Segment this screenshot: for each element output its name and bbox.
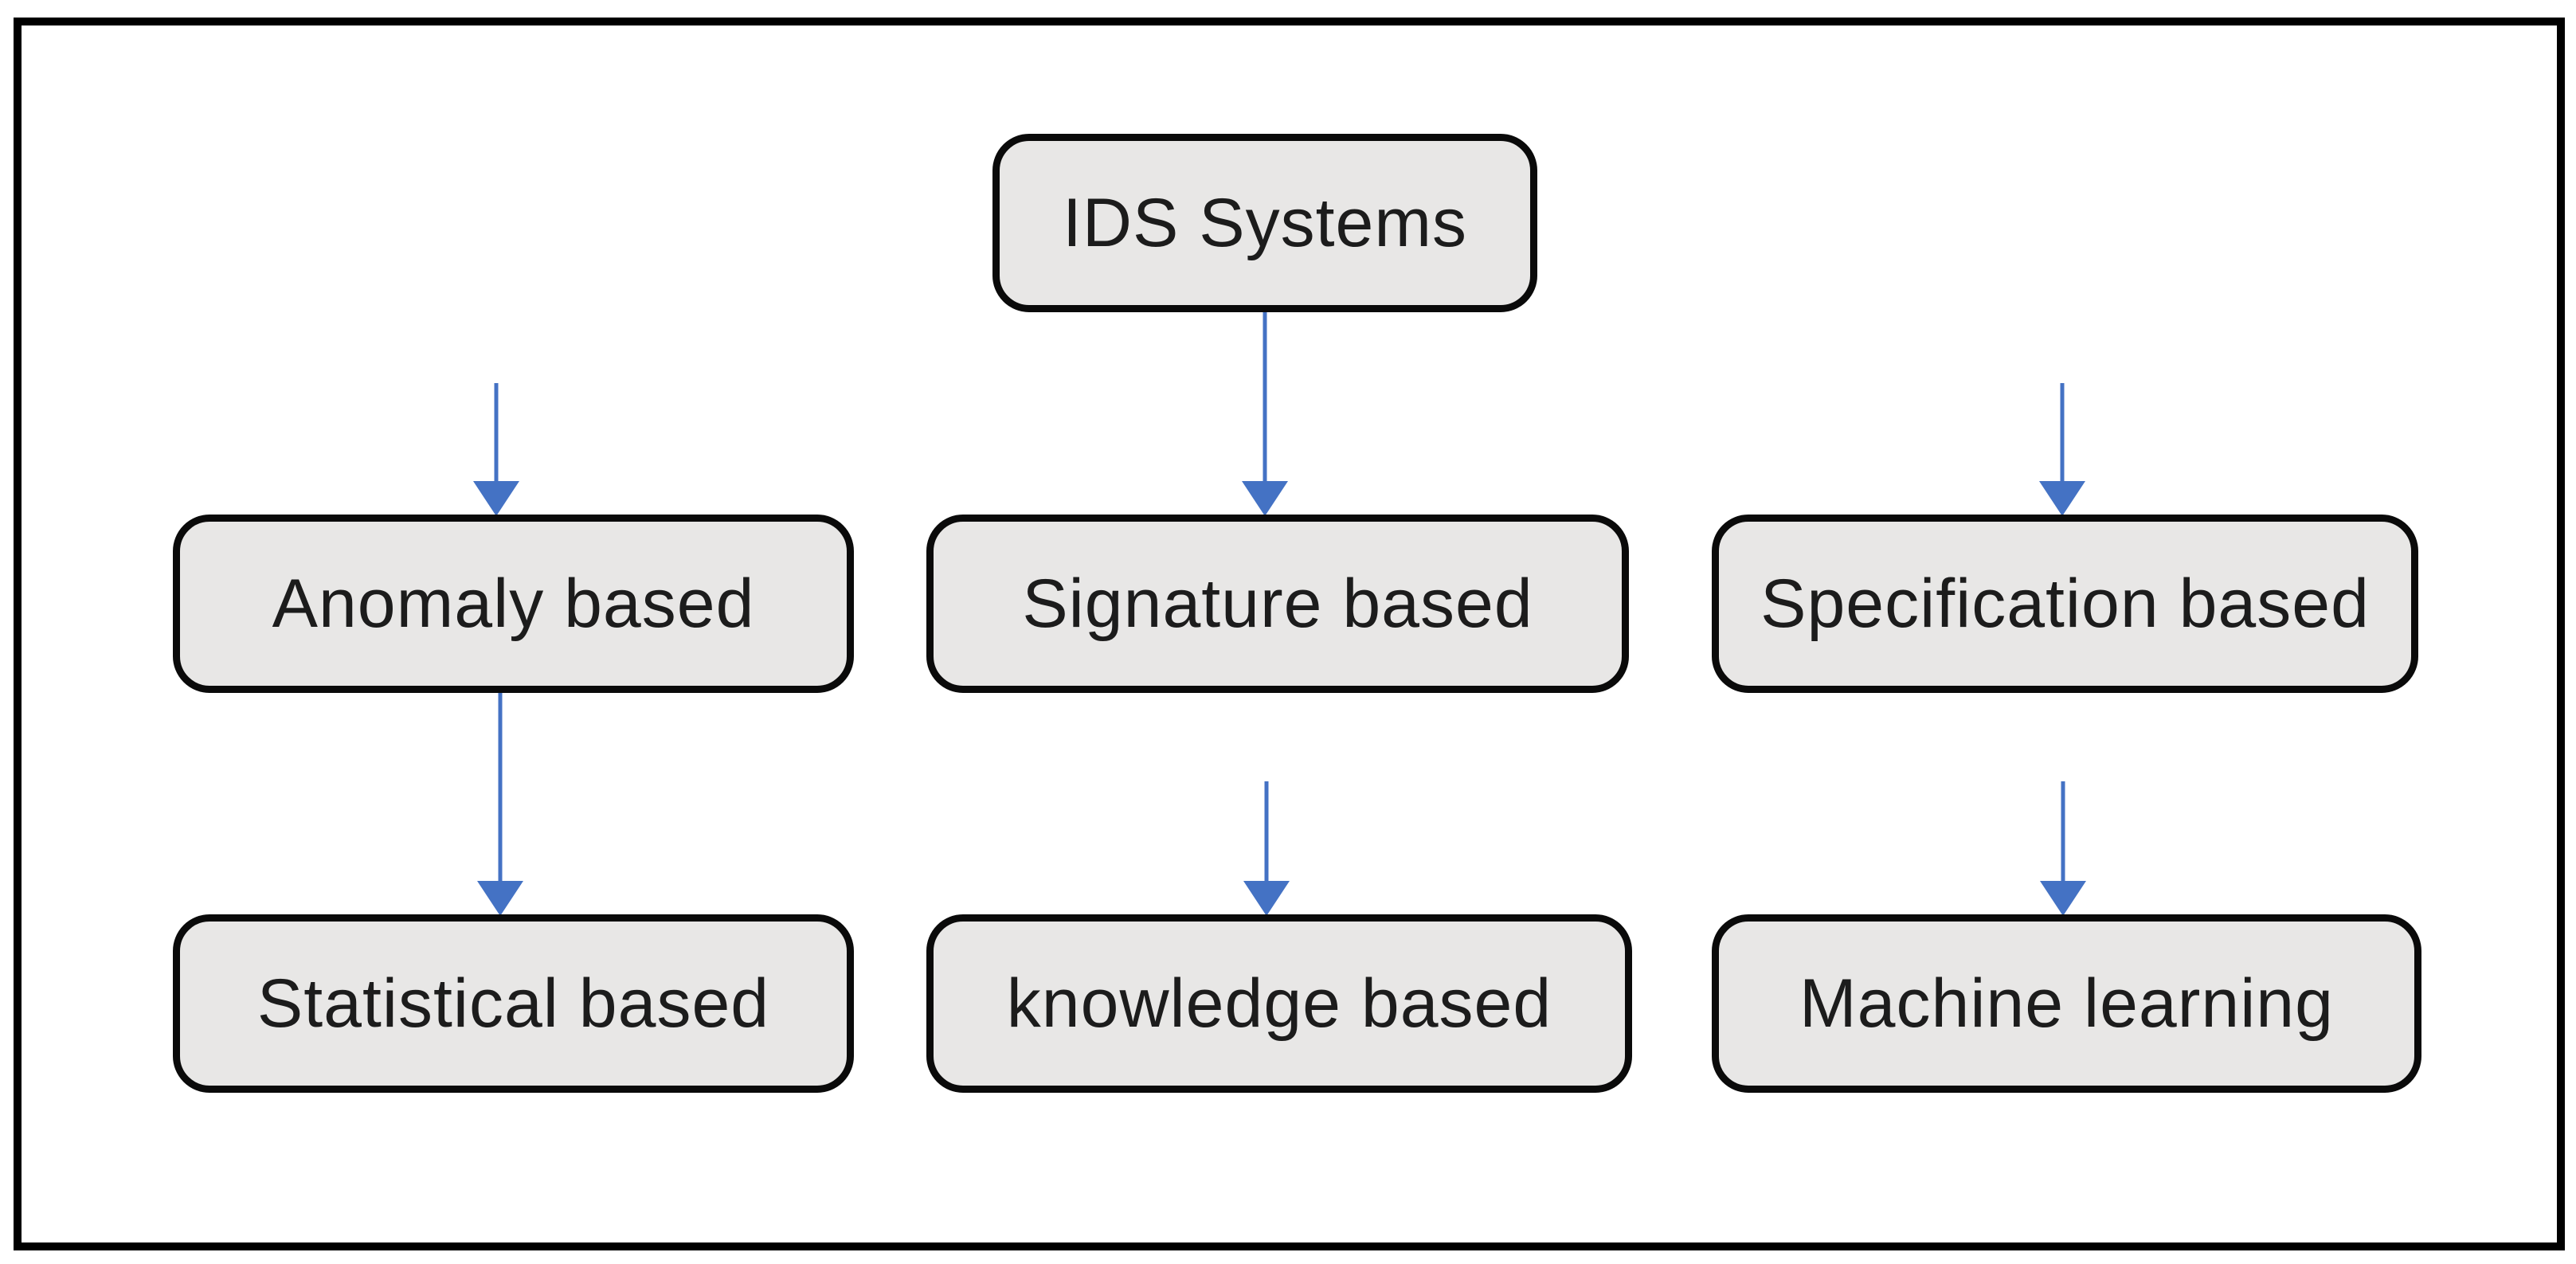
node-ids-systems-label: IDS Systems [1063, 184, 1467, 261]
node-knowledge-based: knowledge based [926, 914, 1632, 1093]
node-anomaly-based-label: Anomaly based [272, 565, 755, 642]
node-statistical-based: Statistical based [173, 914, 854, 1093]
node-signature-based: Signature based [926, 515, 1629, 693]
node-machine-learning: Machine learning [1712, 914, 2421, 1093]
node-signature-based-label: Signature based [1022, 565, 1533, 642]
node-anomaly-based: Anomaly based [173, 515, 854, 693]
node-ids-systems: IDS Systems [992, 134, 1537, 312]
node-specification-based-label: Specification based [1760, 565, 2370, 642]
node-specification-based: Specification based [1712, 515, 2418, 693]
node-statistical-based-label: Statistical based [256, 965, 770, 1042]
node-machine-learning-label: Machine learning [1799, 965, 2334, 1042]
node-knowledge-based-label: knowledge based [1006, 965, 1552, 1042]
outer-border [14, 18, 2565, 1250]
